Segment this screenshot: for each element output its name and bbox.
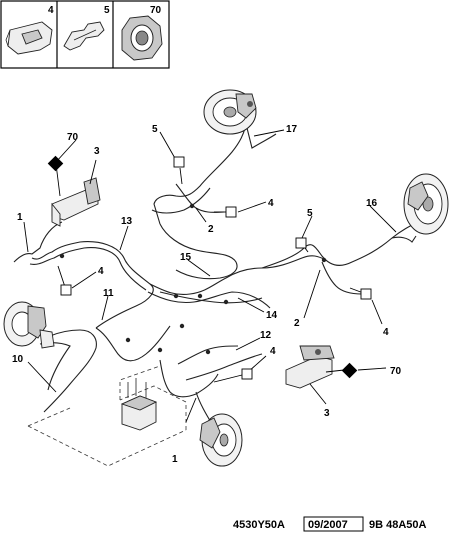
footer-date: 09/2007 bbox=[308, 519, 348, 531]
inset-ref-4: 4 bbox=[48, 5, 54, 16]
pipe-1-front-left bbox=[13, 221, 63, 263]
footer-date-box bbox=[303, 516, 364, 532]
callout-3: 3 bbox=[324, 408, 330, 419]
callout-11: 11 bbox=[103, 288, 114, 299]
pipe-2-rear bbox=[321, 261, 363, 295]
pipe-13 bbox=[31, 241, 154, 329]
leader-lines bbox=[23, 129, 397, 423]
callout-1: 1 bbox=[172, 454, 178, 465]
rear-right-brake-disc bbox=[403, 173, 449, 235]
rear-left-brake-disc bbox=[199, 413, 243, 467]
callout-4: 4 bbox=[268, 198, 274, 209]
bracket-3-top bbox=[51, 177, 101, 227]
pipe-12-2 bbox=[159, 359, 219, 398]
tag-box-4 bbox=[60, 284, 72, 296]
callout-70: 70 bbox=[67, 132, 79, 143]
pipe-clips bbox=[59, 203, 327, 355]
callout-15: 15 bbox=[180, 252, 192, 263]
footer: 4530Y50A 09/2007 9B 48A50A bbox=[233, 516, 427, 532]
tag-box-4 bbox=[225, 206, 237, 218]
tag-box-5 bbox=[295, 237, 307, 249]
brake-pipe-network bbox=[13, 123, 419, 441]
footer-part-ref: 4530Y50A bbox=[233, 519, 285, 531]
footer-code: 9B 48A50A bbox=[369, 519, 427, 531]
callout-2: 2 bbox=[294, 318, 300, 329]
front-left-brake-caliper bbox=[3, 301, 55, 349]
pipe-15 bbox=[159, 223, 238, 280]
pipe-front-right-2 bbox=[151, 187, 211, 214]
pipe-2-front bbox=[175, 183, 225, 213]
inset-ref-70: 70 bbox=[150, 5, 162, 16]
subframe-outline bbox=[27, 365, 187, 467]
tag-box-4 bbox=[241, 368, 253, 380]
clip-4-icon bbox=[5, 21, 53, 55]
callout-16: 16 bbox=[366, 198, 378, 209]
clip-5-icon bbox=[63, 21, 105, 51]
pipe-12 bbox=[177, 345, 239, 365]
pipe-13-parallel bbox=[29, 247, 147, 291]
pipe-16 bbox=[391, 235, 417, 243]
callout-4: 4 bbox=[383, 327, 389, 338]
callout-5: 5 bbox=[152, 124, 158, 135]
callout-70: 70 bbox=[390, 366, 402, 377]
callout-17: 17 bbox=[286, 124, 298, 135]
pipe-rear-left-link bbox=[185, 353, 263, 381]
callout-4: 4 bbox=[270, 346, 276, 357]
pipe-main-center bbox=[149, 255, 327, 296]
callout-12: 12 bbox=[260, 330, 272, 341]
abs-hydraulic-unit bbox=[120, 378, 158, 431]
pipe-main-center-2 bbox=[147, 291, 271, 309]
pipe-rear-right bbox=[261, 221, 419, 269]
front-right-brake-disc bbox=[203, 89, 257, 135]
callout-5: 5 bbox=[307, 208, 313, 219]
callout-3: 3 bbox=[94, 146, 100, 157]
inset-panel: 4 5 70 bbox=[0, 0, 170, 69]
inset-ref-5: 5 bbox=[104, 5, 110, 16]
tag-box-70 bbox=[47, 155, 64, 172]
callout-4: 4 bbox=[98, 266, 104, 277]
callout-labels: 1 1 2 2 3 3 4 4 4 4 5 5 10 11 12 13 14 1… bbox=[12, 124, 402, 465]
nut-70-icon bbox=[121, 15, 163, 61]
pipe-11 bbox=[95, 325, 171, 362]
callout-13: 13 bbox=[121, 216, 133, 227]
pipe-front-right bbox=[153, 123, 247, 225]
tag-box-4 bbox=[360, 288, 372, 300]
pipe-10-2 bbox=[39, 342, 71, 391]
callout-14: 14 bbox=[266, 310, 278, 321]
pipe-10 bbox=[43, 329, 97, 413]
tag-box-70 bbox=[341, 362, 358, 379]
pipe-17 bbox=[245, 123, 277, 149]
callout-1: 1 bbox=[17, 212, 23, 223]
bracket-3-bottom bbox=[285, 345, 335, 389]
callout-2: 2 bbox=[208, 224, 214, 235]
tag-box-5 bbox=[173, 156, 185, 168]
callout-10: 10 bbox=[12, 354, 24, 365]
